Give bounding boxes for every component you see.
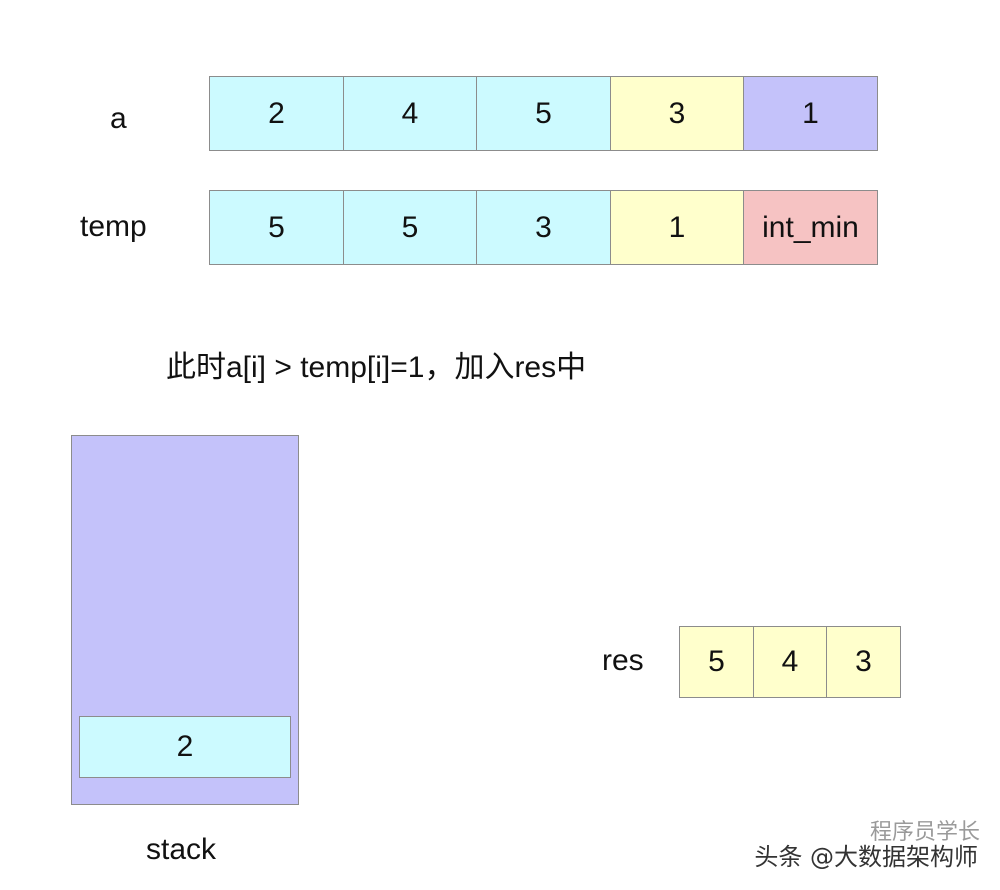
array-temp-cell: 5 [209,190,344,265]
array-temp-cell: int_min [743,190,878,265]
res-cell: 3 [826,626,901,698]
array-a-label: a [110,102,127,135]
stack-container: 2 [71,435,299,805]
cell-value: 5 [535,96,552,130]
cell-value: int_min [762,210,859,244]
stack-label: stack [146,833,217,866]
array-temp-cell: 5 [342,190,478,265]
res-cell: 4 [752,626,828,698]
watermark-text: 头条 @大数据架构师 [754,843,978,871]
watermark-faded-text: 程序员学长 [869,820,980,845]
array-a-cell: 4 [342,76,478,151]
res-cell: 5 [679,626,754,698]
cell-value: 5 [268,210,285,244]
stack-item-value: 2 [176,730,194,763]
step-caption: 此时a[i] > temp[i]=1，加入res中 [166,351,587,384]
array-temp-cell: 1 [609,190,745,265]
cell-value: 3 [855,645,872,678]
stack-item: 2 [79,716,291,778]
cell-value: 1 [802,96,819,130]
res-label: res [602,644,644,677]
cell-value: 4 [781,645,799,678]
array-a: 2 4 5 3 1 [209,76,878,151]
array-a-cell: 1 [743,76,878,151]
array-temp-label: temp [80,210,147,243]
cell-value: 3 [668,96,686,130]
cell-value: 5 [708,645,725,678]
cell-value: 1 [668,210,686,244]
cell-value: 2 [268,96,285,130]
cell-value: 5 [401,210,419,244]
array-a-cell: 5 [476,76,611,151]
array-a-cell: 3 [609,76,745,151]
cell-value: 4 [401,96,419,130]
array-a-cell: 2 [209,76,344,151]
array-temp: 5 5 3 1 int_min [209,190,878,265]
res-array: 5 4 3 [679,626,901,698]
cell-value: 3 [535,210,552,244]
array-temp-cell: 3 [476,190,611,265]
